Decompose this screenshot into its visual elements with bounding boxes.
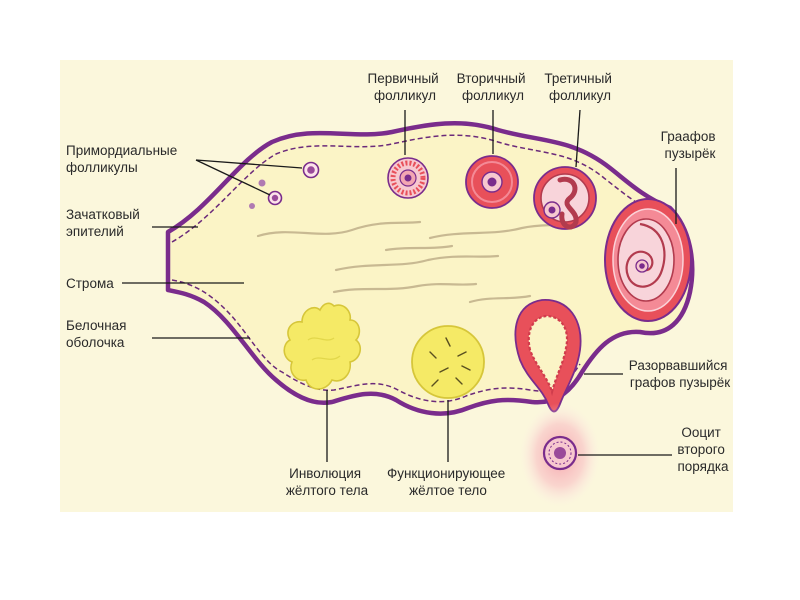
label-secondary-follicle: Вторичный фолликул <box>457 71 530 103</box>
tunica-albuginea-line <box>171 279 581 403</box>
secondary-follicle <box>465 155 519 209</box>
secondary-oocyte <box>520 403 600 507</box>
label-functioning-corpus-luteum: Функционирующее жёлтое тело <box>387 466 509 498</box>
graafian-follicle <box>604 198 692 322</box>
tertiary-follicle <box>533 166 597 230</box>
label-secondary-oocyte: Ооцит второго порядка <box>677 425 729 474</box>
label-primary-follicle: Первичный фолликул <box>368 71 443 103</box>
leader-lines <box>122 109 677 462</box>
label-ruptured-follicle: Разорвавшийся графов пузырёк <box>629 358 731 390</box>
ruptured-follicle <box>514 299 582 413</box>
label-graafian-follicle: Граафов пузырёк <box>661 129 720 161</box>
label-involution-corpus-luteum: Инволюция жёлтого тела <box>286 466 369 498</box>
label-primordial-follicles: Примордиальные фолликулы <box>66 143 181 175</box>
label-tertiary-follicle: Третичный фолликул <box>544 71 615 103</box>
label-germinal-epithelium: Зачатковый эпителий <box>66 207 144 239</box>
germinal-epithelium-line <box>171 134 661 243</box>
involuting-corpus-luteum <box>283 302 362 390</box>
primary-follicle <box>387 157 429 199</box>
primordial-follicles <box>249 161 320 209</box>
label-stroma: Строма <box>66 276 114 291</box>
functioning-corpus-luteum <box>411 325 485 399</box>
label-tunica-albuginea: Белочная оболочка <box>66 318 130 350</box>
